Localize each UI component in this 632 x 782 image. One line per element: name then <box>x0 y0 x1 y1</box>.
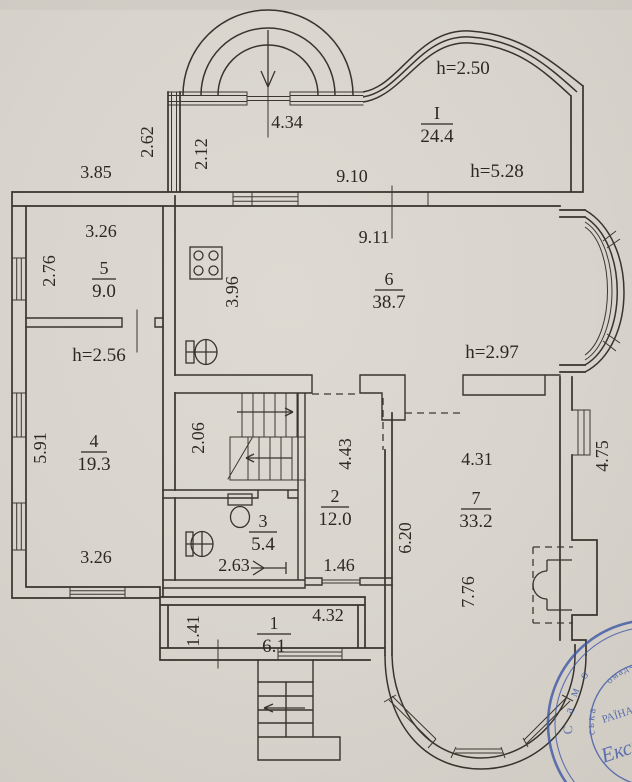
svg-text:6.1: 6.1 <box>262 636 286 657</box>
bath-sink-icon <box>185 530 214 558</box>
dim-2-76: 2.76 <box>39 255 59 287</box>
dim-3-26-top: 3.26 <box>85 221 117 241</box>
bottom-bay-window <box>384 654 587 770</box>
room-3-label: 3 5.4 <box>249 511 277 555</box>
dim-4-31: 4.31 <box>461 449 493 469</box>
toilet-icon <box>227 493 253 529</box>
svg-text:12.0: 12.0 <box>318 509 351 530</box>
dim-1-46: 1.46 <box>323 555 355 575</box>
height-label-arch: h=2.50 <box>436 58 489 79</box>
dim-4-34: 4.34 <box>271 112 303 132</box>
svg-text:38.7: 38.7 <box>372 292 405 313</box>
dim-6-20: 6.20 <box>395 522 415 554</box>
svg-text:5.4: 5.4 <box>251 534 275 555</box>
dim-4-75: 4.75 <box>592 440 612 472</box>
walls-layer <box>11 79 598 683</box>
dim-2-12: 2.12 <box>191 138 211 170</box>
dim-4-32: 4.32 <box>312 605 344 625</box>
room-4-label: 4 19.3 <box>77 431 110 475</box>
fixtures-layer <box>185 246 572 611</box>
room-terrace-label: I 24.4 <box>420 103 454 147</box>
svg-text:7: 7 <box>472 488 481 508</box>
entrance-arrow-icon <box>260 30 276 88</box>
steps-arrow-icon <box>263 703 305 713</box>
dim-4-43: 4.43 <box>335 438 355 470</box>
terrace-curved-wall <box>362 30 584 103</box>
svg-text:5: 5 <box>100 258 109 278</box>
staircase <box>227 392 306 481</box>
labels-layer: h=2.50 4.34 I 24.4 2.62 2.12 3.85 9.10 h… <box>30 58 612 657</box>
svg-text:4: 4 <box>90 431 99 451</box>
room-6-label: 6 38.7 <box>372 269 405 313</box>
room-2-label: 2 12.0 <box>318 486 351 530</box>
svg-text:I: I <box>434 103 440 123</box>
dim-2-06: 2.06 <box>188 422 208 454</box>
curved-walls-layer <box>182 9 625 770</box>
svg-text:6: 6 <box>385 269 394 289</box>
svg-text:24.4: 24.4 <box>420 126 454 147</box>
dim-1-41: 1.41 <box>183 615 203 647</box>
dashed-openings <box>312 393 573 624</box>
svg-text:9.0: 9.0 <box>92 281 116 302</box>
dim-2-62: 2.62 <box>137 126 157 158</box>
svg-text:19.3: 19.3 <box>77 454 110 475</box>
dim-7-76: 7.76 <box>458 576 478 608</box>
stove-icon <box>189 246 223 280</box>
side-bay-window <box>584 209 625 373</box>
height-label-left-wing: h=2.56 <box>72 345 125 366</box>
dim-3-96: 3.96 <box>222 276 242 308</box>
svg-text:1: 1 <box>270 613 279 633</box>
dim-3-85: 3.85 <box>80 162 112 182</box>
scan-edge-shadow <box>0 0 632 10</box>
kitchen-sink-icon <box>185 338 218 366</box>
fireplace-icon <box>532 559 572 611</box>
dim-5-91: 5.91 <box>30 432 50 464</box>
room-5-label: 5 9.0 <box>92 258 116 302</box>
svg-text:33.2: 33.2 <box>459 511 492 532</box>
shower-valve-icon <box>251 560 287 576</box>
entry-steps <box>257 681 341 761</box>
room-7-label: 7 33.2 <box>459 488 492 532</box>
svg-text:3: 3 <box>259 511 268 531</box>
height-label-living: h=2.97 <box>465 342 518 363</box>
height-label-terrace: h=5.28 <box>470 161 523 182</box>
room-1-label: 1 6.1 <box>257 613 291 657</box>
svg-text:2: 2 <box>331 486 340 506</box>
dim-3-26-bottom: 3.26 <box>80 547 112 567</box>
stairs-down-arrow-icon <box>245 453 292 463</box>
stairs-up-arrow-icon <box>237 407 294 417</box>
dim-2-63: 2.63 <box>218 555 250 575</box>
dim-9-11: 9.11 <box>359 227 390 247</box>
dim-9-10: 9.10 <box>336 166 368 186</box>
